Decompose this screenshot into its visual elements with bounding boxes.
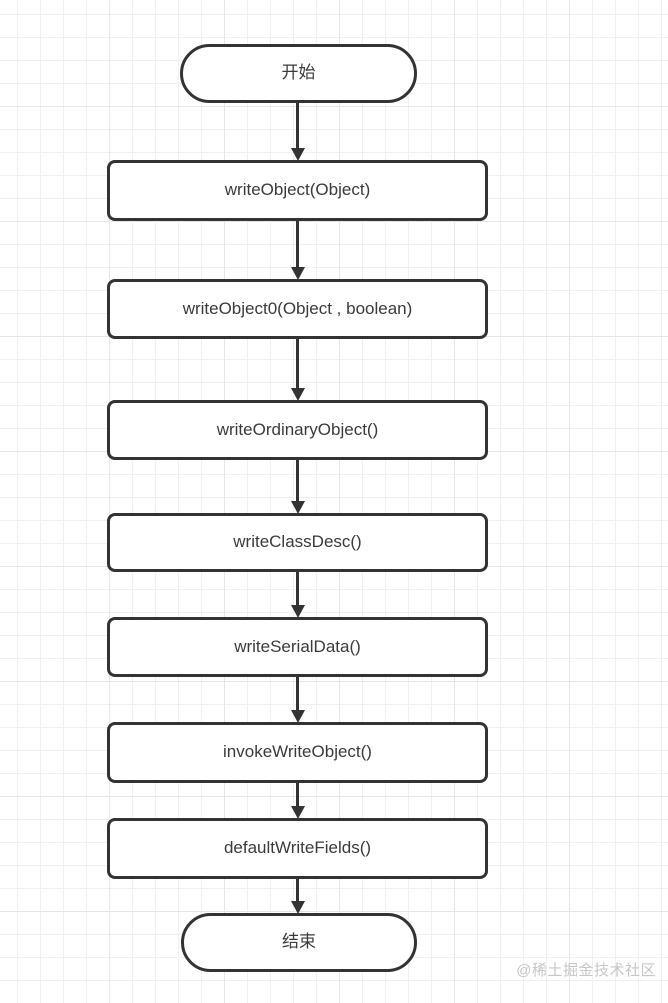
arrow-down-icon <box>290 710 305 723</box>
flow-node-defaultWriteFields: defaultWriteFields() <box>107 818 488 879</box>
flow-node-invokeWriteObject: invokeWriteObject() <box>107 722 488 783</box>
flow-arrow-defaultWriteFields-to-end <box>290 879 305 914</box>
flow-arrow-writeObject0-to-writeOrdinaryObject <box>290 339 305 401</box>
flow-arrow-writeClassDesc-to-writeSerialData <box>290 572 305 618</box>
flow-node-start: 开始 <box>180 44 417 103</box>
flow-arrow-writeOrdinaryObject-to-writeClassDesc <box>290 460 305 514</box>
arrow-line <box>296 221 299 268</box>
flow-node-writeObject: writeObject(Object) <box>107 160 488 221</box>
flow-arrow-start-to-writeObject <box>290 103 305 161</box>
arrow-line <box>296 460 299 502</box>
arrow-line <box>296 103 299 149</box>
flow-node-writeOrdinaryObject: writeOrdinaryObject() <box>107 400 488 460</box>
flow-arrow-writeObject-to-writeObject0 <box>290 221 305 280</box>
arrow-line <box>296 879 299 902</box>
arrow-line <box>296 783 299 807</box>
arrow-down-icon <box>290 148 305 161</box>
flow-arrow-writeSerialData-to-invokeWriteObject <box>290 677 305 723</box>
arrow-down-icon <box>290 605 305 618</box>
arrow-line <box>296 677 299 711</box>
flow-node-writeSerialData: writeSerialData() <box>107 617 488 677</box>
arrow-down-icon <box>290 501 305 514</box>
arrow-line <box>296 339 299 389</box>
flow-node-writeObject0: writeObject0(Object , boolean) <box>107 279 488 339</box>
arrow-down-icon <box>290 267 305 280</box>
flow-node-writeClassDesc: writeClassDesc() <box>107 513 488 572</box>
flow-node-end: 结束 <box>181 913 417 972</box>
arrow-line <box>296 572 299 606</box>
arrow-down-icon <box>290 901 305 914</box>
arrow-down-icon <box>290 388 305 401</box>
flow-arrow-invokeWriteObject-to-defaultWriteFields <box>290 783 305 819</box>
watermark: @稀土掘金技术社区 <box>516 962 656 979</box>
arrow-down-icon <box>290 806 305 819</box>
